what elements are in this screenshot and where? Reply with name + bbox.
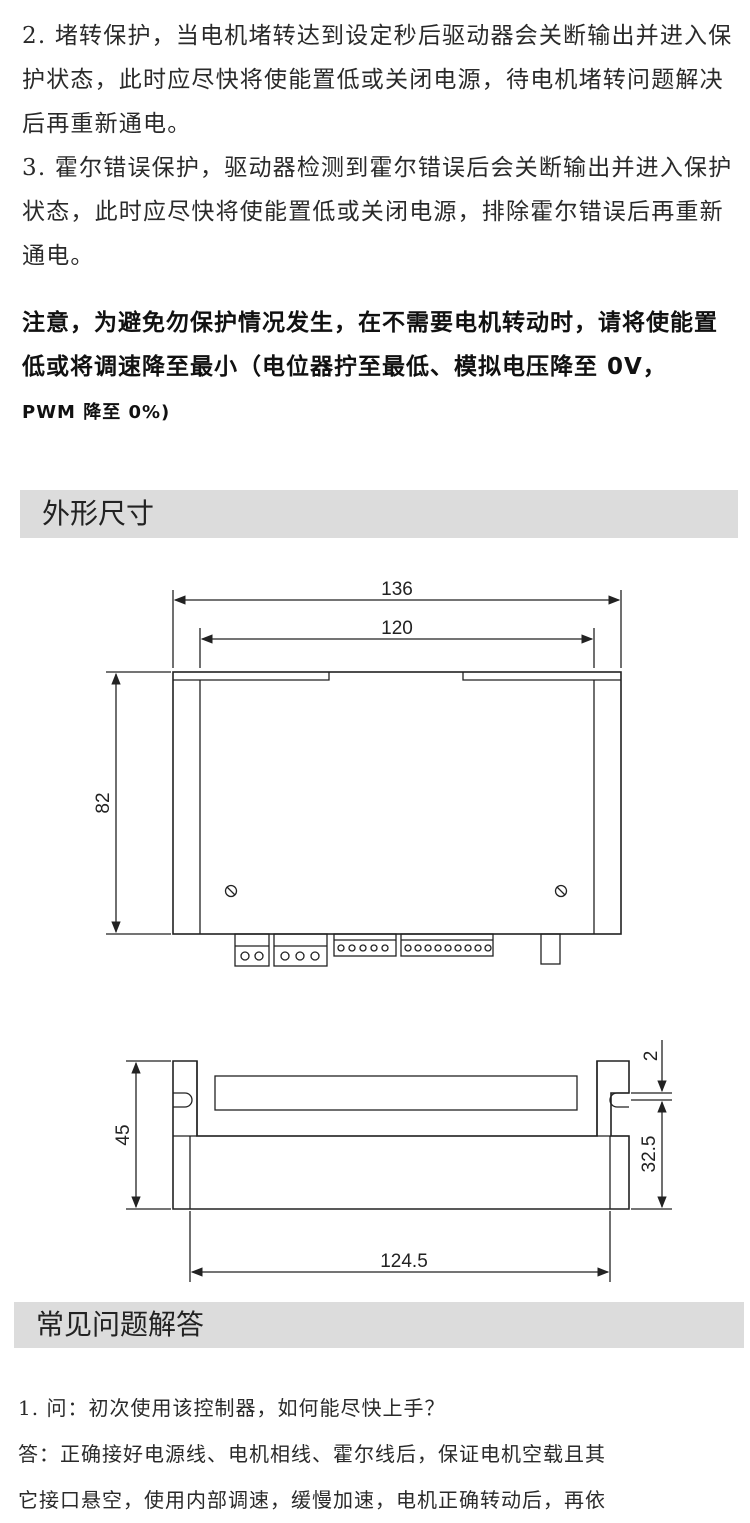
section-header-faq: 常见问题解答 [14, 1302, 744, 1348]
top-view [106, 590, 622, 967]
paragraph-hall-error-protection: 3. 霍尔错误保护，驱动器检测到霍尔错误后会关断输出并进入保护状态，此时应尽快将… [22, 155, 733, 269]
faq-question-1: 1. 问：初次使用该控制器，如何能尽快上手？ [18, 1396, 446, 1420]
side-view-body [172, 1060, 630, 1210]
dim-text-136: 136 [381, 579, 413, 600]
terminal-block-2pin [234, 933, 270, 967]
faq-answer-1-line-1: 答：正确接好电源线、电机相线、霍尔线后，保证电机空载且其 [18, 1442, 606, 1466]
heatsink-window [214, 1075, 578, 1111]
section-header-dimensions: 外形尺寸 [20, 490, 738, 538]
dimension-drawing-svg: 136 120 82 [93, 579, 672, 1282]
paragraph-stall-protection: 2. 堵转保护，当电机堵转达到设定秒后驱动器会关断输出并进入保护状态，此时应尽快… [22, 23, 733, 137]
note-main-text: 注意，为避免勿保护情况发生，在不需要电机转动时，请将使能置低或将调速降至最小（电… [22, 310, 718, 380]
protection-text-block: 2. 堵转保护，当电机堵转达到设定秒后驱动器会关断输出并进入保护状态，此时应尽快… [22, 14, 738, 458]
dim-text-2: 2 [641, 1051, 662, 1062]
dimension-drawing: 136 120 82 [0, 560, 750, 1300]
faq-content: 1. 问：初次使用该控制器，如何能尽快上手？ 答：正确接好电源线、电机相线、霍尔… [18, 1385, 734, 1523]
dim-text-120: 120 [381, 618, 413, 639]
section-title-dimensions: 外形尺寸 [42, 497, 155, 530]
note-tail-text: PWM 降至 0%) [22, 402, 171, 423]
dim-text-82: 82 [93, 792, 114, 813]
side-view [126, 1040, 672, 1282]
screw-right-icon [554, 884, 568, 898]
paragraph-note: 注意，为避免勿保护情况发生，在不需要电机转动时，请将使能置低或将调速降至最小（电… [22, 301, 738, 435]
potentiometer-shaft [540, 933, 561, 965]
header-5pin [333, 933, 397, 957]
section-title-faq: 常见问题解答 [36, 1308, 205, 1341]
screw-left-icon [224, 884, 238, 898]
terminal-block-3pin [273, 933, 328, 967]
header-9pin [400, 933, 494, 957]
dim-text-32-5: 32.5 [639, 1136, 660, 1173]
dim-text-45: 45 [113, 1124, 134, 1145]
dim-text-124-5: 124.5 [380, 1251, 428, 1272]
faq-answer-1-line-2: 它接口悬空，使用内部调速，缓慢加速，电机正确转动后，再依 [18, 1488, 606, 1512]
top-view-body [172, 671, 622, 935]
